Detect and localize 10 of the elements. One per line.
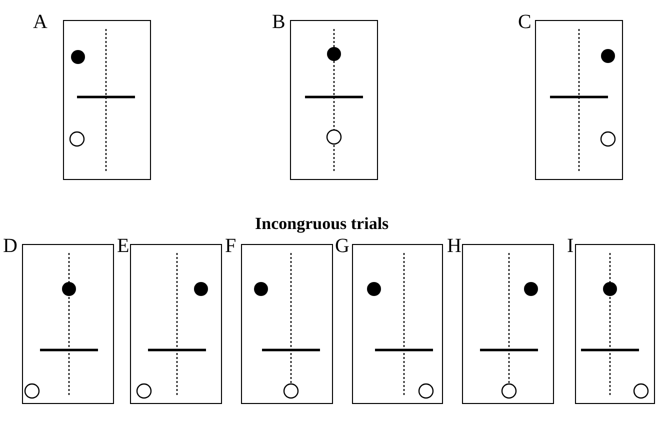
panel-letter: G xyxy=(335,236,350,256)
panel-letter: C xyxy=(518,12,532,32)
panel-letter: E xyxy=(117,236,130,256)
panel-letter: B xyxy=(272,12,286,32)
panel-letter: I xyxy=(567,236,574,256)
panel-letter: A xyxy=(33,12,48,32)
panel-letter: H xyxy=(447,236,462,256)
panel-letter: D xyxy=(3,236,18,256)
section-heading: Incongruous trials xyxy=(255,214,389,234)
panel-letter: F xyxy=(225,236,236,256)
